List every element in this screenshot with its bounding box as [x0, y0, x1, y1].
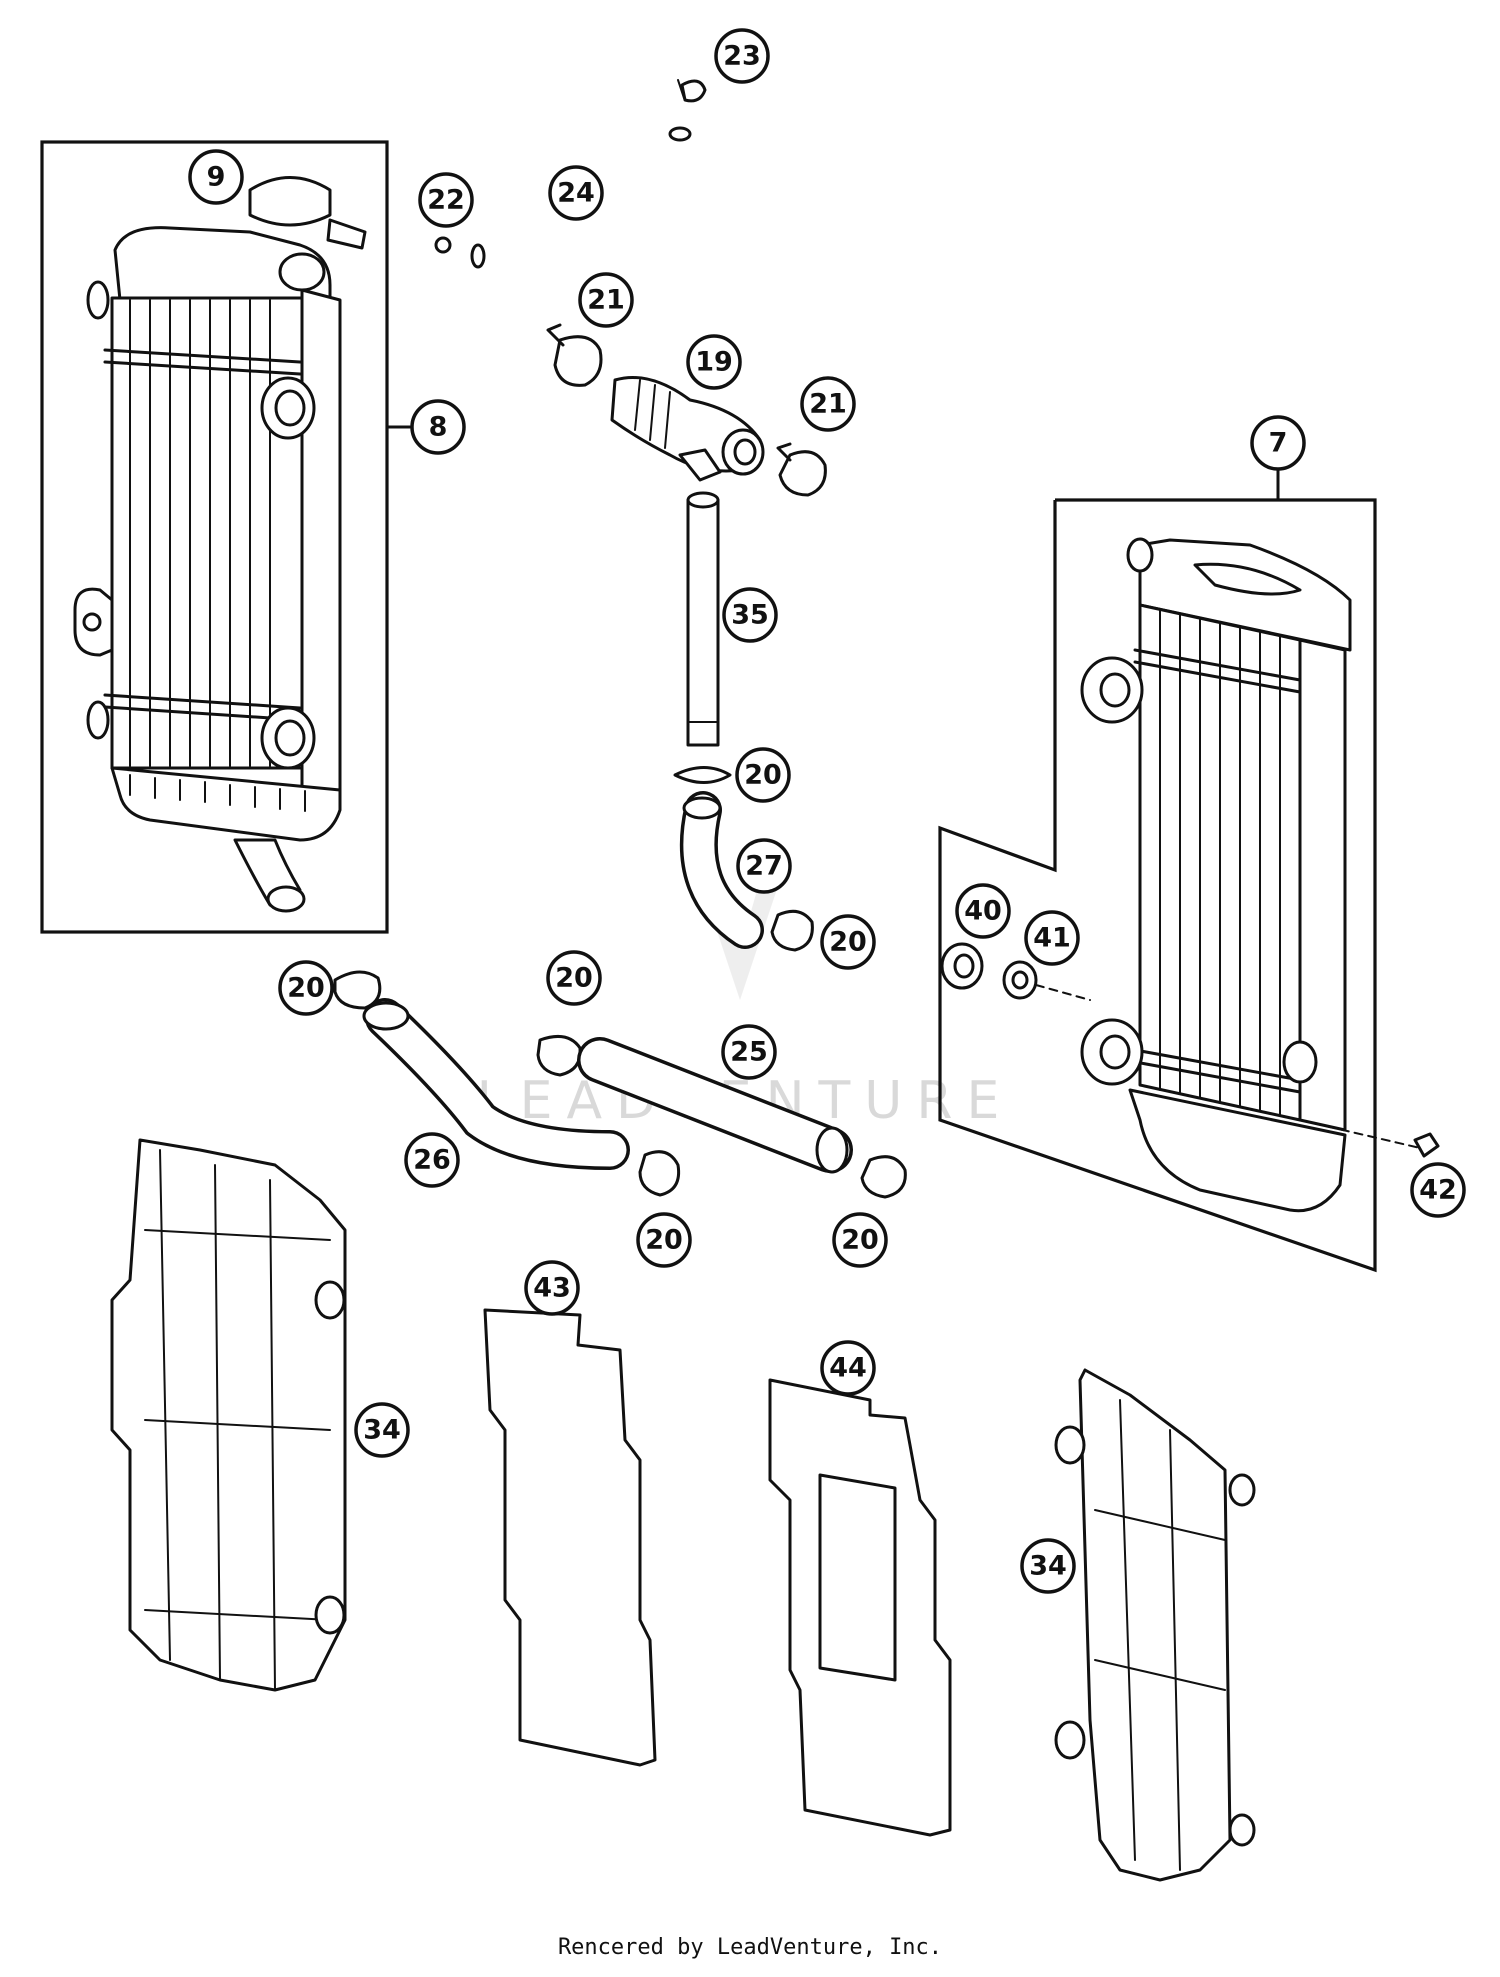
- svg-text:20: 20: [555, 963, 593, 994]
- svg-text:34: 34: [1029, 1551, 1067, 1582]
- callout-20-hose25-top: 20: [546, 950, 602, 1006]
- clamp-20-hose26: [638, 1150, 681, 1197]
- svg-text:23: 23: [723, 41, 761, 72]
- svg-text:40: 40: [964, 896, 1002, 927]
- svg-text:21: 21: [587, 285, 625, 316]
- svg-text:27: 27: [745, 851, 783, 882]
- clamp-20-hose27: [770, 909, 814, 952]
- svg-text:7: 7: [1269, 428, 1288, 459]
- svg-text:43: 43: [533, 1273, 571, 1304]
- callout-20-upper-left: 20: [278, 960, 334, 1016]
- callout-25: 25: [721, 1024, 777, 1080]
- callout-20-hose25-bottom: 20: [832, 1212, 888, 1268]
- hose-25: [577, 1037, 853, 1174]
- svg-text:20: 20: [744, 760, 782, 791]
- callout-22: 22: [418, 172, 474, 228]
- callout-26: 26: [404, 1132, 460, 1188]
- callout-35: 35: [722, 587, 778, 643]
- clamp-20-hose25-top: [536, 1034, 582, 1077]
- right-radiator-assembly: [938, 468, 1440, 1273]
- svg-text:25: 25: [730, 1037, 768, 1068]
- callout-20-pipe: 20: [735, 747, 791, 803]
- clamp-20-upper-left: [333, 970, 382, 1010]
- callout-40: 40: [955, 883, 1011, 939]
- callout-20-hose26: 20: [636, 1212, 692, 1268]
- callout-27: 27: [736, 838, 792, 894]
- svg-text:24: 24: [557, 178, 595, 209]
- svg-text:20: 20: [829, 927, 867, 958]
- callout-20-hose27: 20: [820, 914, 876, 970]
- callout-21-right: 21: [800, 376, 856, 432]
- svg-text:20: 20: [841, 1225, 879, 1256]
- callout-42: 42: [1410, 1162, 1466, 1218]
- svg-text:19: 19: [695, 347, 733, 378]
- callout-9: 9: [188, 149, 244, 205]
- svg-text:42: 42: [1419, 1175, 1457, 1206]
- hose-24: [470, 125, 692, 269]
- svg-text:41: 41: [1033, 923, 1071, 954]
- radiator-guard-left: [110, 1138, 347, 1692]
- thermostat-housing-19: [610, 376, 765, 482]
- callout-21-left: 21: [578, 272, 634, 328]
- svg-text:21: 21: [809, 389, 847, 420]
- callout-7: 7: [1250, 415, 1306, 471]
- callout-24: 24: [548, 165, 604, 221]
- panel-44: [768, 1378, 952, 1837]
- callout-23: 23: [714, 28, 770, 84]
- clamp-21-right: [776, 442, 827, 497]
- clamp-22: [434, 236, 452, 254]
- callout-8: 8: [410, 399, 466, 455]
- hose-27: [679, 791, 764, 949]
- callout-41: 41: [1024, 910, 1080, 966]
- callout-34-right: 34: [1020, 1538, 1076, 1594]
- callout-34-left: 34: [354, 1402, 410, 1458]
- left-radiator-assembly: [40, 140, 412, 934]
- svg-text:9: 9: [207, 162, 226, 193]
- svg-text:20: 20: [645, 1225, 683, 1256]
- hose-26: [362, 998, 630, 1170]
- svg-text:35: 35: [731, 600, 769, 631]
- svg-text:44: 44: [829, 1353, 867, 1384]
- svg-text:20: 20: [287, 973, 325, 1004]
- clamp-20-hose25-bottom: [860, 1155, 907, 1199]
- clamp-21-left: [546, 323, 603, 387]
- clamp-23: [677, 79, 707, 103]
- callout-44: 44: [820, 1340, 876, 1396]
- callout-19: 19: [686, 334, 742, 390]
- svg-text:34: 34: [363, 1415, 401, 1446]
- pipe-35: [686, 491, 720, 747]
- credit-text: Rencered by LeadVenture, Inc.: [557, 1935, 943, 1960]
- svg-text:22: 22: [427, 185, 465, 216]
- clamp-20-pipe: [673, 766, 732, 784]
- svg-text:8: 8: [429, 412, 448, 443]
- panel-43: [483, 1308, 657, 1767]
- svg-text:26: 26: [413, 1145, 451, 1176]
- callout-43: 43: [524, 1260, 580, 1316]
- radiator-guard-right: [1054, 1368, 1256, 1882]
